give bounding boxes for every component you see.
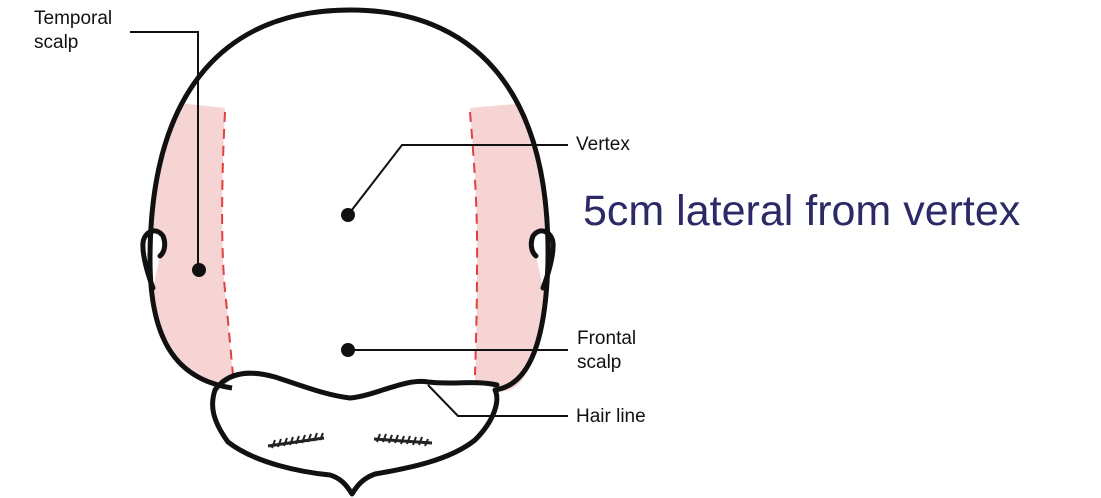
vertex-label: Vertex xyxy=(576,133,630,157)
scalp-diagram: Temporal scalp Vertex Frontal scalp Hair… xyxy=(0,0,665,498)
head-top-view-drawing xyxy=(0,0,665,498)
temporal-scalp-label: Temporal scalp xyxy=(34,7,112,55)
hair-line-label: Hair line xyxy=(576,405,646,429)
frontal-scalp-label: Frontal scalp xyxy=(577,327,636,375)
left-eyebrow xyxy=(268,433,324,448)
hairline-curve xyxy=(215,373,497,398)
caption-text: 5cm lateral from vertex xyxy=(583,185,1020,237)
face-outline xyxy=(213,390,497,494)
right-eyebrow xyxy=(374,434,432,446)
